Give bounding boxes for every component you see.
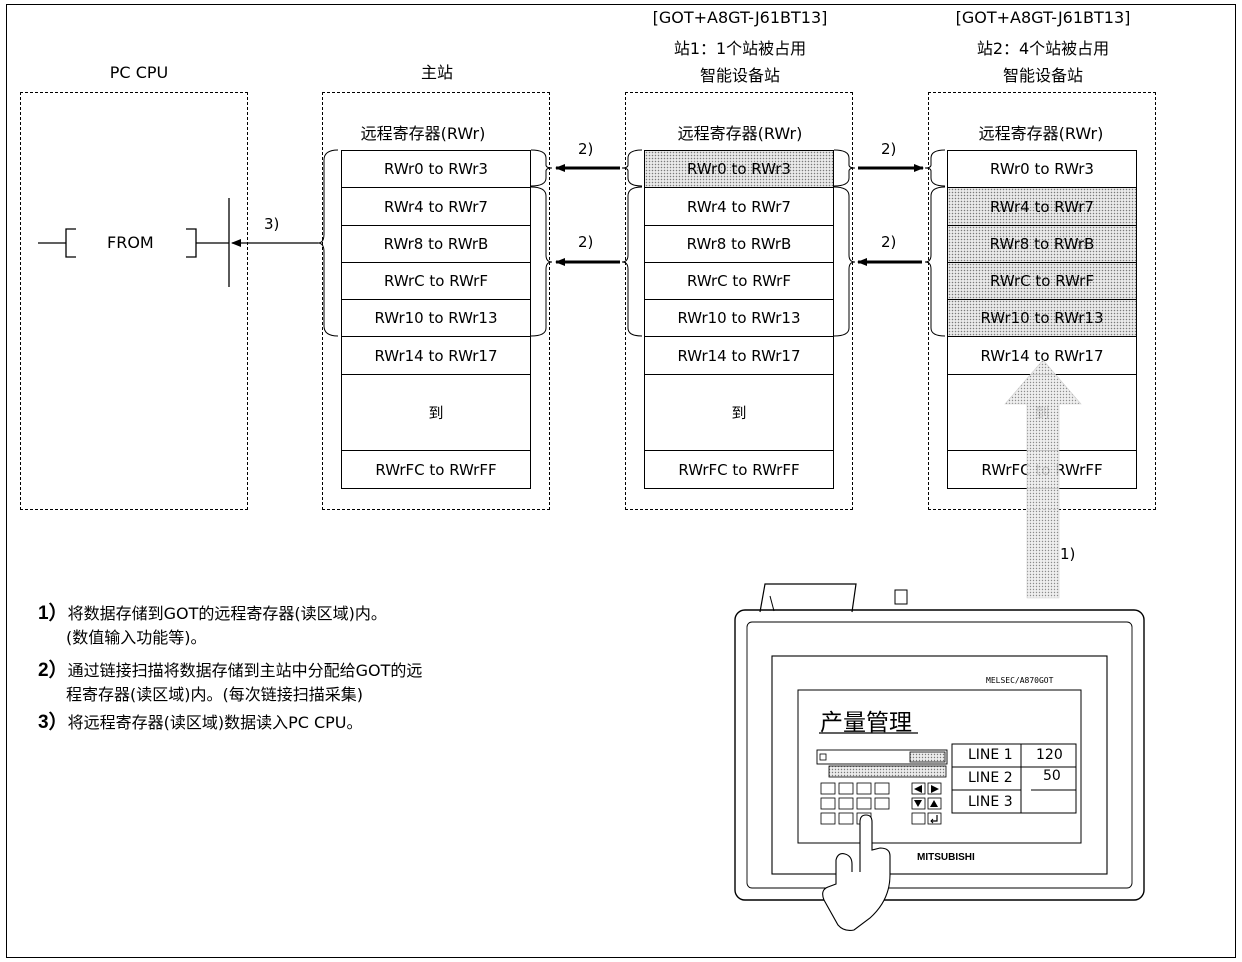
note-text: 通过链接扫描将数据存储到主站中分配给GOT的远 <box>67 661 423 680</box>
station2-register-cell: RWr8 to RWrB <box>947 225 1137 263</box>
note-text: (数值输入功能等)。 <box>66 628 207 647</box>
note-number: 3） <box>38 712 68 733</box>
master-register-title: 远程寄存器(RWr) <box>360 124 486 143</box>
station2-header-occupancy: 站2：4个站被占用 <box>976 39 1110 58</box>
master-station-box <box>322 92 550 510</box>
link-scan-label-2: 2) <box>881 140 897 158</box>
store-arrow <box>1004 359 1082 599</box>
station1-register-cell: RWr14 to RWr17 <box>644 336 834 375</box>
station2-brace-left-1 <box>924 149 946 187</box>
master-brace-right-2 <box>530 186 553 337</box>
link-scan-label-1: 2) <box>578 140 594 158</box>
station1-header-model: [GOT+A8GT-J61BT13] <box>652 8 828 27</box>
note-number: 1） <box>38 603 68 624</box>
station1-register-cell: RWr0 to RWr3 <box>644 150 834 188</box>
diagram-frame <box>6 4 1236 958</box>
station1-header-occupancy: 站1：1个站被占用 <box>673 39 807 58</box>
got-brand: MITSUBISHI <box>917 852 975 863</box>
got-model-label: MELSEC/A870GOT <box>986 676 1054 685</box>
station2-register-title: 远程寄存器(RWr) <box>978 124 1104 143</box>
got-table-value1: 120 <box>1036 747 1063 763</box>
master-brace-left <box>317 149 339 337</box>
pc-cpu-box <box>20 92 248 510</box>
pc-cpu-title: PC CPU <box>109 63 169 82</box>
got-table-line2: LINE 2 <box>968 770 1013 786</box>
station2-register-cell: RWrC to RWrF <box>947 262 1137 300</box>
station1-header-type: 智能设备站 <box>699 66 780 85</box>
link-scan-label-4: 2) <box>881 233 897 251</box>
got-panel <box>734 583 1145 931</box>
master-station-title: 主站 <box>420 63 453 82</box>
got-table-line1: LINE 1 <box>968 747 1013 763</box>
station1-register-cell: RWr10 to RWr13 <box>644 299 834 337</box>
master-register-cell: RWrFC to RWrFF <box>341 450 531 489</box>
from-ladder-symbol <box>38 198 230 287</box>
station2-register-cell: RWr10 to RWr13 <box>947 299 1137 337</box>
got-table-value2: 50 <box>1043 768 1061 784</box>
note-number: 2） <box>38 660 68 681</box>
note-line: 1）将数据存储到GOT的远程寄存器(读区域)内。 <box>38 598 387 625</box>
station1-box <box>625 92 853 510</box>
master-register-cell: RWr4 to RWr7 <box>341 187 531 226</box>
station1-register-cell: RWr4 to RWr7 <box>644 187 834 226</box>
note-line: 2）通过链接扫描将数据存储到主站中分配给GOT的远 <box>38 655 422 682</box>
master-register-cell: RWr10 to RWr13 <box>341 299 531 337</box>
got-table-line3: LINE 3 <box>968 794 1013 810</box>
link-scan-label-3: 2) <box>578 233 594 251</box>
note-line: 程寄存器(读区域)内。(每次链接扫描采集) <box>66 681 363 705</box>
station1-brace-left-1 <box>621 149 643 187</box>
station2-header-type: 智能设备站 <box>1002 66 1083 85</box>
station1-brace-left-2 <box>621 186 643 337</box>
station1-brace-right-1 <box>833 149 856 187</box>
station1-register-cell: RWrC to RWrF <box>644 262 834 300</box>
station2-header-model: [GOT+A8GT-J61BT13] <box>955 8 1131 27</box>
store-label: 1) <box>1060 545 1076 563</box>
station2-register-cell: RWr4 to RWr7 <box>947 187 1137 226</box>
got-screen-title: 产量管理 <box>820 710 912 736</box>
station1-register-title: 远程寄存器(RWr) <box>677 124 803 143</box>
master-register-cell: RWr14 to RWr17 <box>341 336 531 375</box>
station1-brace-right-2 <box>833 186 856 337</box>
note-text: 将数据存储到GOT的远程寄存器(读区域)内。 <box>67 604 387 623</box>
station2-brace-left-2 <box>924 186 946 337</box>
note-text: 程寄存器(读区域)内。(每次链接扫描采集) <box>66 685 363 704</box>
station2-register-cell: RWr0 to RWr3 <box>947 150 1137 188</box>
read-label: 3) <box>264 215 280 233</box>
note-line: (数值输入功能等)。 <box>66 624 207 648</box>
station1-register-cell: RWrFC to RWrFF <box>644 450 834 489</box>
from-instruction-label: FROM <box>107 233 154 252</box>
master-brace-right-1 <box>530 149 553 187</box>
note-line: 3）将远程寄存器(读区域)数据读入PC CPU。 <box>38 707 363 734</box>
station1-register-cell: 到 <box>644 374 834 451</box>
note-text: 将远程寄存器(读区域)数据读入PC CPU。 <box>67 713 363 732</box>
